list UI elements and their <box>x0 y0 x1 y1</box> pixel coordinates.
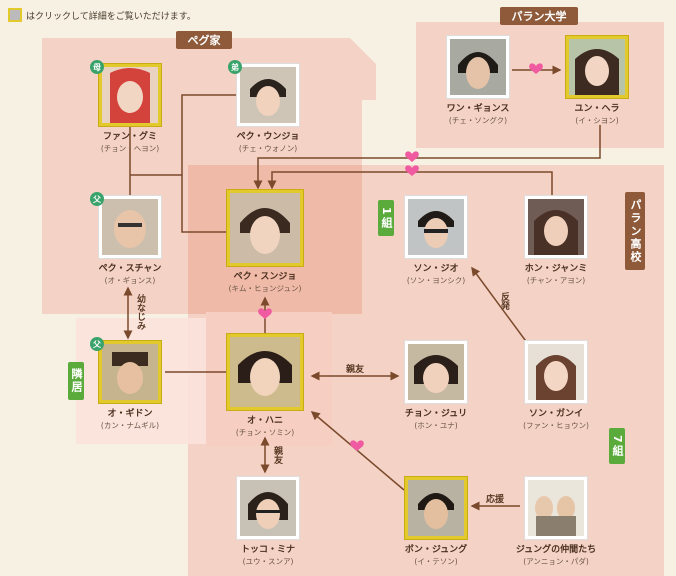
name-jeong-juri: チョン・ジュリ <box>404 409 468 419</box>
person-oh-gidong[interactable]: 父 オ・ギドン (カン・ナムギル) <box>80 337 180 431</box>
name-hong-jangmi: ホン・ジャンミ <box>524 264 588 274</box>
actor-hwang-gumi: (チョン・ヘヨン) <box>100 144 160 153</box>
photo-wan-gyeongsu <box>447 36 509 98</box>
actor-wan-gyeongsu: (チェ・ソングク) <box>448 116 508 125</box>
actor-baek-sooc: (オ・ギョンス) <box>104 276 156 285</box>
photo-hwang-gumi[interactable] <box>99 64 161 126</box>
photo-yoon-hera[interactable] <box>566 36 628 98</box>
badge-mother: 母 <box>90 60 104 74</box>
label-best-friend-mina: 親友 <box>272 446 282 464</box>
photo-baek-sooc <box>99 196 161 258</box>
photo-oh-hani[interactable] <box>227 334 303 410</box>
photo-dokgo-mina <box>237 477 299 539</box>
person-joongu-friends: ジュングの仲間たち (アンニョン・パダ) <box>506 477 606 567</box>
heart-jangmi-seungjo <box>405 165 419 176</box>
actor-oh-gidong: (カン・ナムギル) <box>100 421 160 430</box>
photo-joongu-friends <box>525 477 587 539</box>
actor-song-jiwo: (ソン・ヨンシク) <box>406 276 466 285</box>
name-yoon-hera: ユン・ヘラ <box>574 104 620 114</box>
label-support: 応援 <box>486 495 505 505</box>
person-baek-woonjo: 弟 ペク・ウンジョ (チェ・ウォノン) <box>218 60 318 154</box>
person-wan-gyeongsu: ワン・ギョンス (チェ・ソングク) <box>428 36 528 126</box>
person-song-jiwo: ソン・ジオ (ソン・ヨンシク) <box>386 196 486 286</box>
name-dokgo-mina: トッコ・ミナ <box>240 545 295 555</box>
photo-baek-seungjo[interactable] <box>227 190 303 266</box>
name-song-gani: ソン・ガンイ <box>528 409 583 419</box>
photo-hong-jangmi <box>525 196 587 258</box>
tag-class7: 7組 <box>609 428 625 464</box>
photo-jeong-juri <box>405 341 467 403</box>
photo-oh-gidong[interactable] <box>99 341 161 403</box>
heart-joongu-hani <box>350 440 364 451</box>
legend-swatch <box>8 8 22 22</box>
actor-dokgo-mina: (ユウ・スンア) <box>242 557 294 566</box>
person-baek-seungjo[interactable]: ペク・スンジョ (キム・ヒョンジュン) <box>215 190 315 294</box>
name-song-jiwo: ソン・ジオ <box>413 264 459 274</box>
actor-baek-woonjo: (チェ・ウォノン) <box>238 144 298 153</box>
actor-oh-hani: (チョン・ソミン) <box>235 428 295 437</box>
actor-song-gani: (ファン・ヒョウン) <box>523 421 589 430</box>
name-bong-joongu: ボン・ジュング <box>404 545 468 555</box>
name-baek-sooc: ペク・スチャン <box>98 264 162 274</box>
person-oh-hani[interactable]: オ・ハニ (チョン・ソミン) <box>215 334 315 438</box>
photo-song-jiwo <box>405 196 467 258</box>
heart-gyeongsu-hera <box>529 63 543 74</box>
person-dokgo-mina: トッコ・ミナ (ユウ・スンア) <box>218 477 318 567</box>
heart-hani-seungjo <box>258 308 272 319</box>
name-oh-gidong: オ・ギドン <box>107 409 153 419</box>
photo-song-gani <box>525 341 587 403</box>
tag-paran-univ: パラン大学 <box>500 7 578 25</box>
person-baek-sooc: 父 ペク・スチャン (オ・ギョンス) <box>80 192 180 286</box>
actor-hong-jangmi: (チャン・アヨン) <box>526 276 586 285</box>
actor-bong-joongu: (イ・テソン) <box>414 557 458 566</box>
person-hwang-gumi[interactable]: 母 ファン・グミ (チョン・ヘヨン) <box>80 60 180 154</box>
person-song-gani: ソン・ガンイ (ファン・ヒョウン) <box>506 341 606 431</box>
actor-baek-seungjo: (キム・ヒョンジュン) <box>228 284 302 293</box>
name-wan-gyeongsu: ワン・ギョンス <box>446 104 510 114</box>
badge-father-baek: 父 <box>90 192 104 206</box>
badge-father-oh: 父 <box>90 337 104 351</box>
label-best-friend-juri: 親友 <box>346 365 365 375</box>
person-yoon-hera[interactable]: ユン・ヘラ (イ・シヨン) <box>547 36 647 126</box>
actor-yoon-hera: (イ・シヨン) <box>575 116 619 125</box>
name-joongu-friends: ジュングの仲間たち <box>515 545 597 555</box>
label-rival: 反発 <box>499 292 509 310</box>
legend-text: はクリックして詳細をご覧いただけます。 <box>26 11 196 22</box>
tag-baek-house: ペグ家 <box>176 31 232 49</box>
name-oh-hani: オ・ハニ <box>246 416 283 426</box>
person-jeong-juri: チョン・ジュリ (ホン・ユナ) <box>386 341 486 431</box>
person-bong-joongu[interactable]: ボン・ジュング (イ・テソン) <box>386 477 486 567</box>
heart-hera-seungjo <box>405 151 419 162</box>
photo-baek-woonjo <box>237 64 299 126</box>
name-baek-woonjo: ペク・ウンジョ <box>236 132 300 142</box>
name-baek-seungjo: ペク・スンジョ <box>233 272 297 282</box>
photo-bong-joongu[interactable] <box>405 477 467 539</box>
label-childhood: 幼なじみ <box>135 294 145 330</box>
tag-paran-high: パラン高校 <box>625 192 645 270</box>
person-hong-jangmi: ホン・ジャンミ (チャン・アヨン) <box>506 196 606 286</box>
name-hwang-gumi: ファン・グミ <box>102 132 157 142</box>
tag-neighbor: 隣居 <box>68 362 84 400</box>
legend: はクリックして詳細をご覧いただけます。 <box>8 8 196 22</box>
tag-class1: 1組 <box>378 200 394 236</box>
actor-jeong-juri: (ホン・ユナ) <box>414 421 458 430</box>
actor-joongu-friends: (アンニョン・パダ) <box>523 557 589 566</box>
badge-brother: 弟 <box>228 60 242 74</box>
